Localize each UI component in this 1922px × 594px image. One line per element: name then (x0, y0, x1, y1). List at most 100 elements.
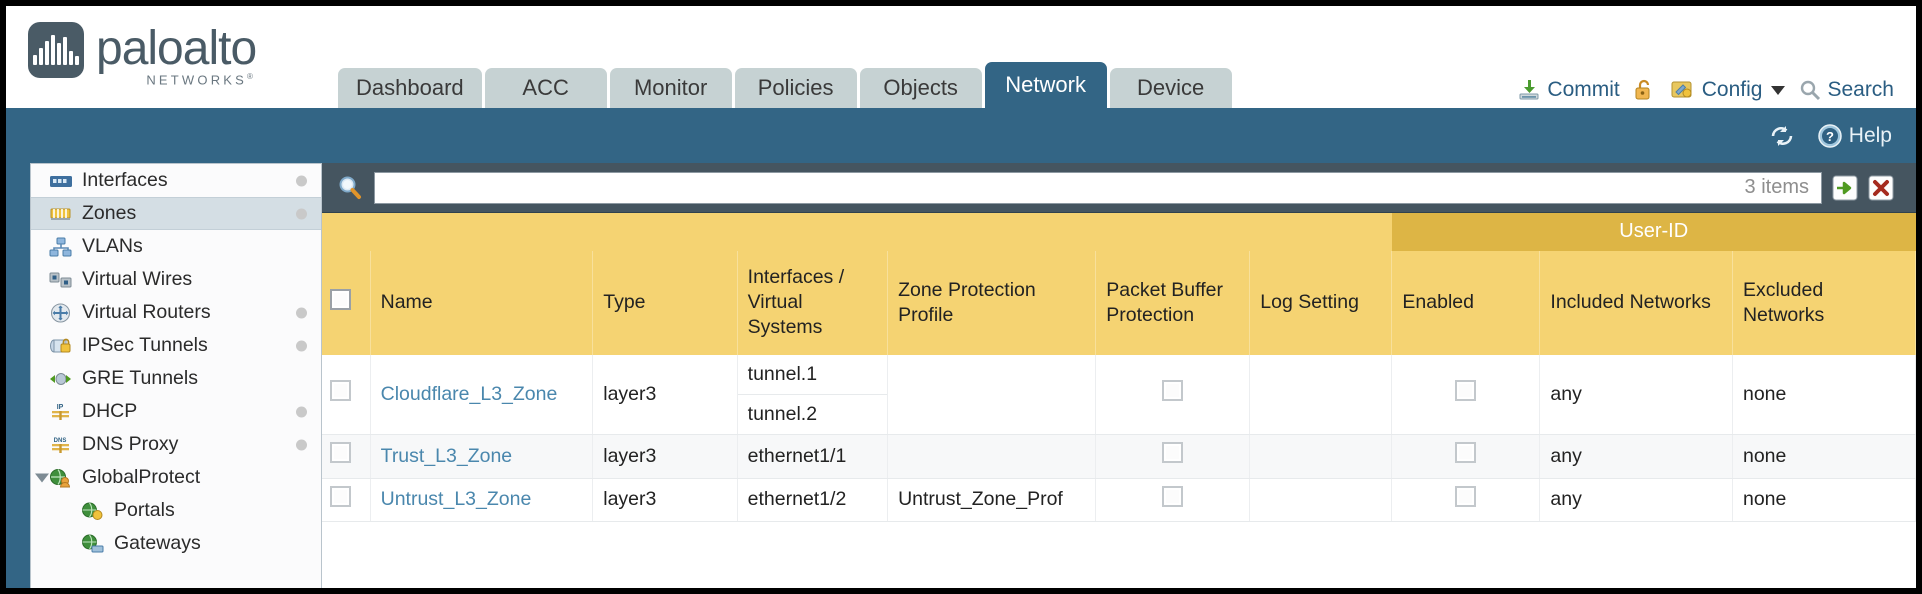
col-header-userid-enabled[interactable]: Enabled (1391, 250, 1541, 355)
unlock-button[interactable] (1634, 78, 1656, 102)
cell-name[interactable]: Trust_L3_Zone (370, 434, 594, 479)
svg-text:DNS: DNS (54, 438, 67, 444)
cell-included-networks: any (1539, 354, 1733, 436)
row-select-checkbox[interactable] (330, 485, 351, 507)
cell-included-networks: any (1539, 478, 1733, 522)
cell-userid-enabled[interactable] (1391, 434, 1541, 479)
cell-packet-buffer-protection[interactable] (1095, 354, 1251, 436)
refresh-button[interactable] (1769, 124, 1795, 148)
col-header-included-networks[interactable]: Included Networks (1539, 250, 1733, 355)
tab-device[interactable]: Device (1109, 68, 1232, 108)
dns-proxy-icon: DNS (49, 435, 73, 455)
band-actions: ? Help (1769, 123, 1892, 149)
cell-log-setting (1249, 478, 1393, 522)
cell-userid-enabled[interactable] (1391, 478, 1541, 522)
question-circle-icon: ? (1817, 123, 1843, 149)
cell-packet-buffer-protection[interactable] (1095, 434, 1251, 479)
brand-tagline: NETWORKS® (146, 72, 257, 88)
col-header-zone-protection-profile[interactable]: Zone Protection Profile (887, 250, 1097, 355)
select-all-header[interactable] (322, 250, 371, 355)
cell-name[interactable]: Cloudflare_L3_Zone (370, 354, 594, 436)
sidebar-item-virtual-routers[interactable]: Virtual Routers (31, 296, 321, 329)
search-magnifier-icon[interactable] (336, 174, 364, 202)
sidebar-item-label: DNS Proxy (82, 433, 179, 455)
sidebar-item-label: Virtual Routers (82, 301, 211, 323)
row-select-cell[interactable] (322, 478, 371, 522)
sidebar-item-portals[interactable]: Portals (31, 494, 321, 527)
sidebar-item-virtual-wires[interactable]: Virtual Wires (31, 263, 321, 296)
interface-entry: tunnel.2 (747, 402, 818, 425)
zones-table-wrapper: User-ID Name Type Interfaces / Virtual S… (322, 212, 1916, 588)
cell-interfaces: ethernet1/1 (737, 434, 889, 479)
blank-group-cell (322, 213, 1392, 251)
commit-button[interactable]: Commit (1517, 78, 1620, 102)
sidebar-item-label: DHCP (82, 400, 138, 422)
sidebar-item-status-dot (296, 439, 307, 450)
tab-monitor[interactable]: Monitor (609, 68, 732, 108)
cell-packet-buffer-protection[interactable] (1095, 478, 1251, 522)
zone-name-link[interactable]: Untrust_L3_Zone (380, 488, 532, 511)
packet-buffer-protection-checkbox[interactable] (1162, 442, 1184, 464)
sidebar-item-status-dot (296, 208, 307, 219)
col-header-interfaces[interactable]: Interfaces / Virtual Systems (737, 250, 889, 355)
row-select-checkbox[interactable] (330, 380, 351, 402)
cell-log-setting (1249, 354, 1393, 436)
sidebar-item-zones[interactable]: Zones (31, 197, 321, 230)
zone-name-link[interactable]: Trust_L3_Zone (380, 444, 513, 467)
refresh-icon (1769, 124, 1795, 148)
clear-filter-button[interactable] (1868, 175, 1894, 201)
tab-dashboard[interactable]: Dashboard (338, 68, 482, 108)
col-header-name[interactable]: Name (370, 250, 594, 355)
packet-buffer-protection-checkbox[interactable] (1162, 485, 1184, 507)
apply-filter-button[interactable] (1832, 175, 1858, 201)
cell-excluded-networks: none (1732, 434, 1916, 479)
row-select-cell[interactable] (322, 354, 371, 436)
cell-name[interactable]: Untrust_L3_Zone (370, 478, 594, 522)
search-row: 3 items (322, 163, 1916, 212)
zone-name-link[interactable]: Cloudflare_L3_Zone (380, 382, 558, 405)
col-header-type[interactable]: Type (592, 250, 738, 355)
userid-enabled-checkbox[interactable] (1455, 380, 1477, 402)
col-header-packet-buffer-protection[interactable]: Packet Buffer Protection (1095, 250, 1251, 355)
config-wrench-icon (1670, 78, 1696, 102)
tab-acc[interactable]: ACC (484, 68, 607, 108)
search-button[interactable]: Search (1799, 78, 1894, 102)
tab-policies[interactable]: Policies (734, 68, 857, 108)
tab-label: ACC (522, 75, 569, 100)
userid-enabled-checkbox[interactable] (1455, 442, 1477, 464)
brand-logo: paloalto NETWORKS® (28, 22, 257, 88)
sidebar-item-globalprotect[interactable]: GlobalProtect (31, 461, 321, 494)
config-label: Config (1701, 78, 1763, 101)
cell-excluded-networks: none (1732, 478, 1916, 522)
row-select-cell[interactable] (322, 434, 371, 479)
row-select-checkbox[interactable] (330, 442, 351, 464)
sidebar-item-interfaces[interactable]: Interfaces (31, 164, 321, 197)
cell-zone-protection-profile: Untrust_Zone_Prof (887, 478, 1097, 522)
expander-triangle-icon[interactable] (35, 473, 49, 482)
packet-buffer-protection-checkbox[interactable] (1162, 380, 1184, 402)
select-all-checkbox[interactable] (330, 288, 351, 310)
help-button[interactable]: ? Help (1817, 123, 1892, 149)
sidebar-item-gateways[interactable]: Gateways (31, 527, 321, 560)
filter-input-wrapper[interactable]: 3 items (374, 171, 1822, 204)
cell-userid-enabled[interactable] (1391, 354, 1541, 436)
userid-enabled-checkbox[interactable] (1455, 485, 1477, 507)
sidebar-item-gre-tunnels[interactable]: GRE Tunnels (31, 362, 321, 395)
col-header-log-setting[interactable]: Log Setting (1249, 250, 1393, 355)
tab-objects[interactable]: Objects (859, 68, 982, 108)
sidebar-item-dns-proxy[interactable]: DNS DNS Proxy (31, 428, 321, 461)
sidebar-item-ipsec-tunnels[interactable]: IPSec Tunnels (31, 329, 321, 362)
cell-zone-protection-profile (887, 354, 1097, 436)
virtual-routers-icon (49, 303, 73, 323)
sidebar-item-vlans[interactable]: VLANs (31, 230, 321, 263)
config-menu[interactable]: Config (1670, 78, 1786, 102)
col-header-excluded-networks[interactable]: Excluded Networks (1732, 250, 1916, 355)
tab-network[interactable]: Network (984, 62, 1107, 108)
